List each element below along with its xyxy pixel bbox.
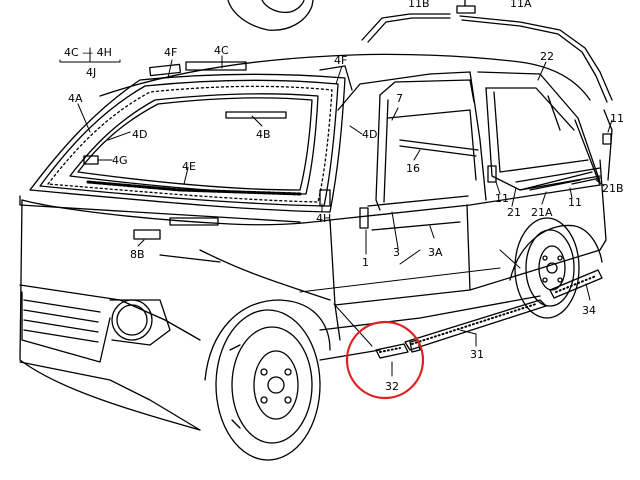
car-body — [19, 53, 607, 431]
label-21B: 21B — [602, 182, 624, 195]
label-8B: 8B — [130, 248, 145, 261]
label-32: 32 — [385, 380, 399, 393]
label-16: 16 — [406, 162, 420, 175]
label-4F-second: 4F — [334, 54, 347, 67]
label-4G: 4G — [112, 154, 128, 167]
label-21A: 21A — [531, 206, 553, 219]
label-4C-4H: 4C — 4H — [64, 46, 112, 59]
leader-lines — [59, 47, 613, 377]
label-4F: 4F — [164, 46, 177, 59]
label-4A: 4A — [68, 92, 83, 105]
label-1: 1 — [362, 256, 369, 269]
roof-rail-strips — [361, 0, 613, 103]
windshield-seals — [19, 61, 353, 226]
door-window-frames — [133, 71, 613, 240]
label-11-third: 11 — [568, 196, 582, 209]
side-mouldings — [299, 267, 603, 359]
label-4B: 4B — [256, 128, 271, 141]
label-4D: 4D — [132, 128, 147, 141]
part-labels: 11B 11A 4C — 4H 4J 4F 4C 4F 22 4A 4D 4B … — [64, 0, 624, 393]
label-4H: 4H — [316, 212, 331, 225]
label-11B: 11B — [408, 0, 430, 10]
label-31: 31 — [470, 348, 484, 361]
label-21: 21 — [507, 206, 521, 219]
label-34: 34 — [582, 304, 596, 317]
label-11A: 11A — [510, 0, 532, 10]
highlight-circle — [345, 320, 425, 400]
label-4J: 4J — [86, 66, 96, 79]
label-4E: 4E — [182, 160, 196, 173]
label-11-second: 11 — [495, 192, 509, 205]
label-3A: 3A — [428, 246, 443, 259]
label-22: 22 — [540, 50, 554, 63]
rear-wheel — [514, 217, 580, 319]
upper-wheel — [227, 0, 314, 31]
label-4C: 4C — [214, 44, 229, 57]
label-11: 11 — [610, 112, 624, 125]
label-3: 3 — [393, 246, 400, 259]
label-7: 7 — [396, 92, 403, 105]
front-wheel — [215, 309, 321, 461]
label-4D-second: 4D — [362, 128, 377, 141]
